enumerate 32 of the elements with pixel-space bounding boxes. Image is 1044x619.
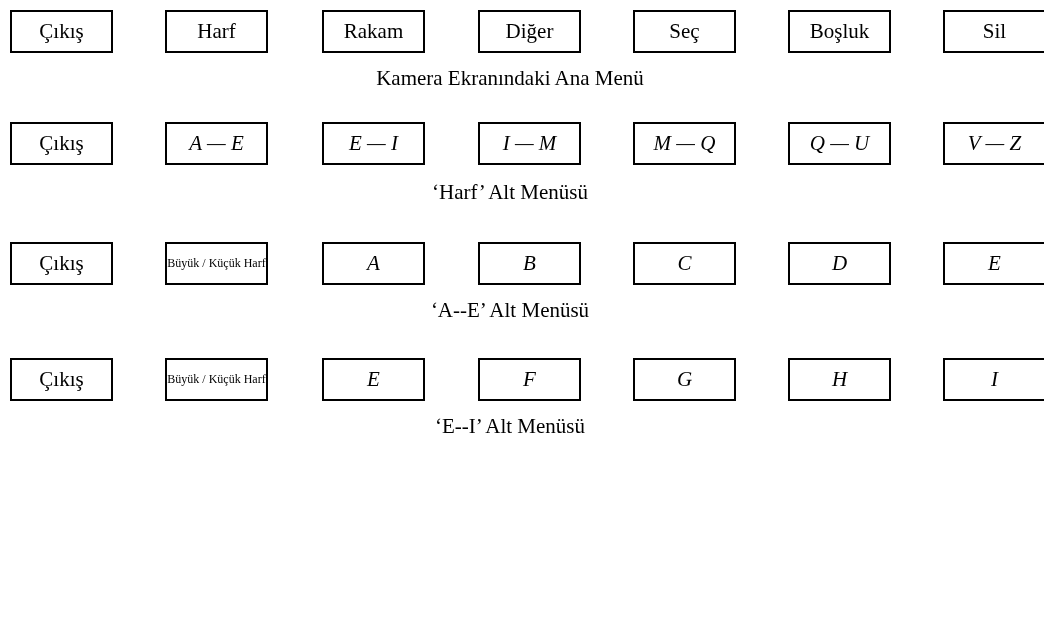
- menu-caption: ‘A--E’ Alt Menüsü: [430, 298, 590, 322]
- menu-box: Diğer: [478, 10, 581, 53]
- menu-caption: ‘E--I’ Alt Menüsü: [434, 414, 586, 438]
- menu-box: Büyük / Küçük Harf: [165, 242, 268, 285]
- menu-box: A — E: [165, 122, 268, 165]
- menu-box: G: [633, 358, 736, 401]
- menu-box: C: [633, 242, 736, 285]
- menu-box: A: [322, 242, 425, 285]
- menu-box: Rakam: [322, 10, 425, 53]
- menu-box: Çıkış: [10, 10, 113, 53]
- menu-box: I: [943, 358, 1044, 401]
- menu-box: E: [943, 242, 1044, 285]
- menu-box: Sil: [943, 10, 1044, 53]
- menu-box: Çıkış: [10, 358, 113, 401]
- menu-box: Boşluk: [788, 10, 891, 53]
- menu-box: Büyük / Küçük Harf: [165, 358, 268, 401]
- menu-box: V — Z: [943, 122, 1044, 165]
- menu-box: D: [788, 242, 891, 285]
- menu-box: F: [478, 358, 581, 401]
- menu-box: I — M: [478, 122, 581, 165]
- menu-caption: Kamera Ekranındaki Ana Menü: [376, 66, 644, 90]
- menu-box: Çıkış: [10, 242, 113, 285]
- menu-caption: ‘Harf’ Alt Menüsü: [432, 180, 588, 204]
- menu-box: E: [322, 358, 425, 401]
- menu-box: M — Q: [633, 122, 736, 165]
- menu-box: B: [478, 242, 581, 285]
- menu-box: E — I: [322, 122, 425, 165]
- menu-box: Q — U: [788, 122, 891, 165]
- menu-box: Harf: [165, 10, 268, 53]
- menu-box: H: [788, 358, 891, 401]
- menu-box: Seç: [633, 10, 736, 53]
- menu-box: Çıkış: [10, 122, 113, 165]
